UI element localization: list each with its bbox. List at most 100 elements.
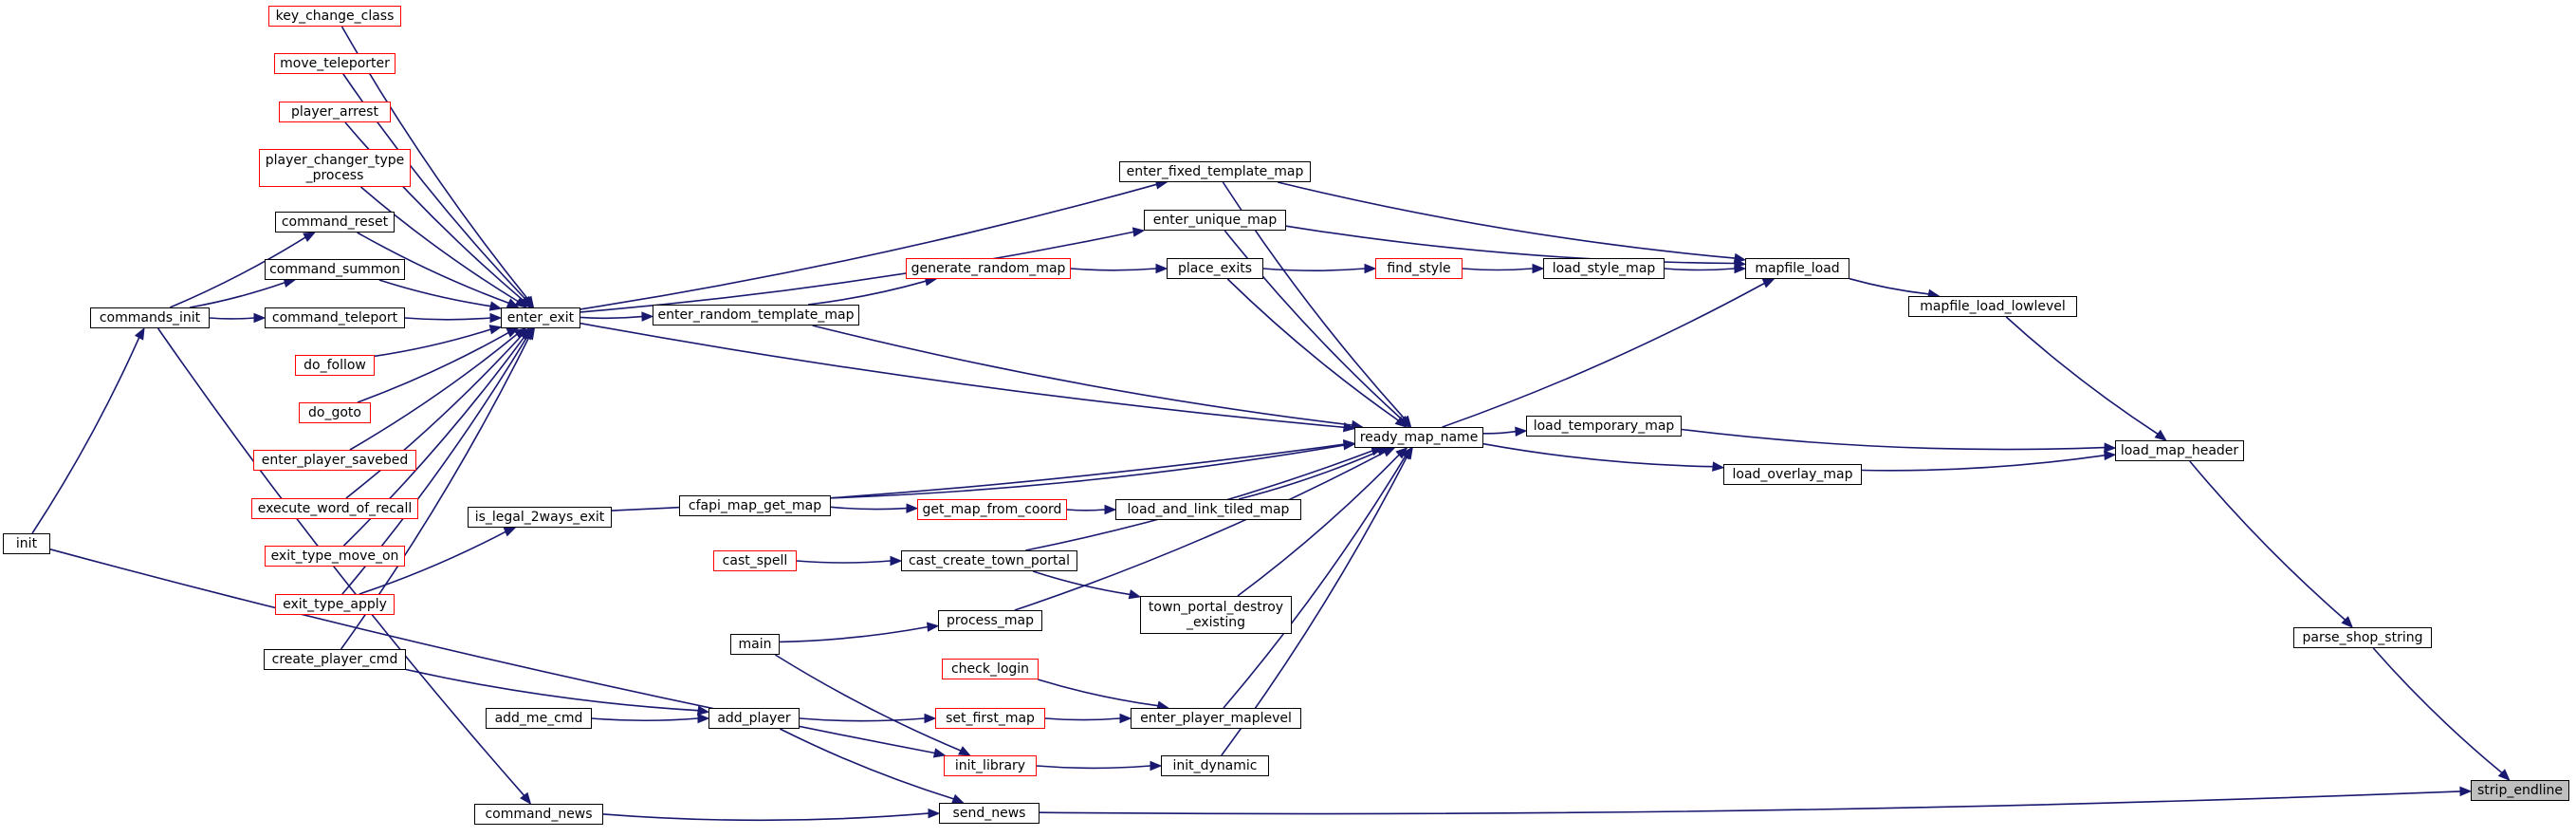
- arrowhead-player-changer-type-process-to-enter-exit: [514, 296, 527, 308]
- node-place-exits[interactable]: place_exits: [1167, 258, 1263, 279]
- node-strip-endline: strip_endline: [2471, 780, 2569, 801]
- node-load-style-map[interactable]: load_style_map: [1543, 258, 1665, 279]
- node-mapfile-load-lowlevel[interactable]: mapfile_load_lowlevel: [1908, 296, 2077, 317]
- arrowhead-add-player-to-send-news: [951, 793, 965, 804]
- node-add-player[interactable]: add_player: [708, 708, 800, 729]
- node-exit-type-move-on[interactable]: exit_type_move_on: [265, 546, 405, 567]
- edge-enter-random-template-map-to-ready-map-name: [812, 325, 1352, 426]
- edge-enter-exit-to-ready-map-name: [580, 322, 1345, 429]
- edge-commands-init-to-command-news: [156, 327, 525, 796]
- node-enter-player-maplevel[interactable]: enter_player_maplevel: [1131, 708, 1301, 729]
- node-ready-map-name[interactable]: ready_map_name: [1354, 427, 1483, 448]
- arrowhead-cfapi-map-get-map-to-get-map-from-coord: [906, 503, 919, 513]
- edge-enter-exit-to-enter-fixed-template-map: [580, 183, 1157, 310]
- node-enter-exit[interactable]: enter_exit: [501, 307, 580, 328]
- node-execute-word-of-recall[interactable]: execute_word_of_recall: [251, 498, 418, 519]
- node-enter-random-template-map[interactable]: enter_random_template_map: [653, 305, 859, 326]
- edge-create-player-cmd-to-add-player: [405, 668, 699, 712]
- arrowhead-cast-spell-to-cast-create-town-portal: [890, 555, 903, 567]
- node-parse-shop-string[interactable]: parse_shop_string: [2293, 627, 2432, 648]
- node-do-goto[interactable]: do_goto: [299, 402, 371, 423]
- arrowhead-mapfile-load-lowlevel-to-load-map-header: [2154, 429, 2167, 441]
- node-init-dynamic[interactable]: init_dynamic: [1161, 755, 1269, 776]
- node-move-teleporter[interactable]: move_teleporter: [274, 53, 396, 74]
- arrowhead-load-temporary-map-to-load-map-header: [2104, 442, 2117, 453]
- edge-generate-random-map-to-place-exits: [1070, 268, 1157, 271]
- arrowhead-ready-map-name-to-load-overlay-map: [1712, 461, 1725, 472]
- edge-add-player-to-send-news: [779, 728, 954, 800]
- node-cfapi-map-get-map[interactable]: cfapi_map_get_map: [679, 495, 831, 516]
- node-send-news[interactable]: send_news: [939, 803, 1040, 824]
- node-command-summon[interactable]: command_summon: [265, 259, 405, 280]
- arrowhead-ready-map-name-to-mapfile-load: [1761, 278, 1776, 288]
- node-player-changer-type-process[interactable]: player_changer_type _process: [259, 149, 411, 187]
- edge-enter-exit-to-enter-random-template-map: [580, 315, 643, 320]
- edge-place-exits-to-ready-map-name: [1226, 278, 1399, 421]
- edge-main-to-init-library: [774, 654, 962, 752]
- node-cast-create-town-portal[interactable]: cast_create_town_portal: [901, 550, 1077, 571]
- edge-do-goto-to-enter-exit: [357, 331, 509, 403]
- node-enter-unique-map[interactable]: enter_unique_map: [1144, 210, 1286, 231]
- edge-init-library-to-init-dynamic: [1036, 765, 1151, 770]
- edge-do-follow-to-enter-exit: [374, 328, 491, 358]
- arrowhead-command-news-to-send-news: [928, 808, 941, 819]
- edge-exit-type-apply-to-is-legal-2ways-exit: [359, 530, 506, 595]
- node-check-login[interactable]: check_login: [942, 659, 1039, 679]
- node-set-first-map[interactable]: set_first_map: [935, 708, 1045, 729]
- node-get-map-from-coord[interactable]: get_map_from_coord: [917, 499, 1067, 520]
- node-process-map[interactable]: process_map: [938, 610, 1042, 631]
- edge-mapfile-load-to-mapfile-load-lowlevel: [1849, 277, 1929, 295]
- node-load-map-header[interactable]: load_map_header: [2115, 440, 2244, 461]
- node-player-arrest[interactable]: player_arrest: [279, 102, 391, 122]
- node-create-player-cmd[interactable]: create_player_cmd: [264, 649, 406, 670]
- node-command-news[interactable]: command_news: [474, 804, 603, 825]
- edge-load-temporary-map-to-load-map-header: [1681, 428, 2106, 451]
- edge-add-player-to-set-first-map: [799, 717, 926, 722]
- node-generate-random-map[interactable]: generate_random_map: [906, 258, 1071, 279]
- edge-enter-player-maplevel-to-ready-map-name: [1223, 456, 1407, 709]
- node-enter-player-savebed[interactable]: enter_player_savebed: [253, 450, 416, 471]
- arrowhead-create-player-cmd-to-add-player: [696, 705, 710, 716]
- node-do-follow[interactable]: do_follow: [295, 355, 375, 376]
- node-find-style[interactable]: find_style: [1375, 258, 1463, 279]
- edge-cfapi-map-get-map-to-ready-map-name: [830, 444, 1345, 499]
- edge-execute-word-of-recall-to-enter-exit: [345, 334, 523, 499]
- edge-add-me-cmd-to-add-player: [591, 717, 699, 722]
- arrowhead-cast-create-town-portal-to-town-portal-destroy-existing: [1128, 589, 1142, 600]
- edge-parse-shop-string-to-strip-endline: [2372, 647, 2503, 773]
- node-command-teleport[interactable]: command_teleport: [265, 307, 405, 328]
- node-is-legal-2ways-exit[interactable]: is_legal_2ways_exit: [468, 507, 612, 528]
- node-enter-fixed-template-map[interactable]: enter_fixed_template_map: [1119, 161, 1311, 182]
- node-exit-type-apply[interactable]: exit_type_apply: [275, 594, 395, 615]
- node-main[interactable]: main: [730, 634, 780, 655]
- node-init-library[interactable]: init_library: [944, 755, 1037, 776]
- node-load-overlay-map[interactable]: load_overlay_map: [1723, 464, 1862, 485]
- arrowhead-do-follow-to-enter-exit: [488, 325, 503, 335]
- arrowhead-exit-type-apply-to-is-legal-2ways-exit: [503, 527, 517, 537]
- node-command-reset[interactable]: command_reset: [275, 212, 395, 232]
- node-commands-init[interactable]: commands_init: [90, 307, 210, 328]
- edge-commands-init-to-command-teleport: [209, 317, 255, 320]
- edge-send-news-to-strip-endline: [1039, 790, 2461, 815]
- node-town-portal-destroy-existing[interactable]: town_portal_destroy _existing: [1140, 596, 1292, 634]
- arrowhead-add-player-to-set-first-map: [924, 713, 937, 724]
- node-cast-spell[interactable]: cast_spell: [713, 550, 797, 571]
- node-add-me-cmd[interactable]: add_me_cmd: [486, 708, 592, 729]
- edge-ready-map-name-to-load-temporary-map: [1482, 430, 1517, 435]
- arrowhead-commands-init-to-command-reset: [303, 232, 316, 242]
- edge-ready-map-name-to-mapfile-load: [1442, 282, 1765, 428]
- edge-place-exits-to-find-style: [1262, 268, 1366, 271]
- node-load-and-link-tiled-map[interactable]: load_and_link_tiled_map: [1115, 499, 1301, 520]
- arrowhead-create-player-cmd-to-enter-exit: [524, 326, 536, 341]
- node-mapfile-load[interactable]: mapfile_load: [1745, 258, 1849, 279]
- arrowhead-add-me-cmd-to-add-player: [697, 713, 710, 724]
- node-key-change-class[interactable]: key_change_class: [268, 6, 401, 27]
- node-init[interactable]: init: [3, 533, 50, 554]
- edge-process-map-to-ready-map-name: [1014, 451, 1386, 611]
- arrowhead-set-first-map-to-enter-player-maplevel: [1119, 713, 1132, 724]
- node-load-temporary-map[interactable]: load_temporary_map: [1526, 416, 1682, 437]
- arrowhead-main-to-process-map: [927, 622, 940, 632]
- edge-enter-player-savebed-to-enter-exit: [349, 333, 518, 451]
